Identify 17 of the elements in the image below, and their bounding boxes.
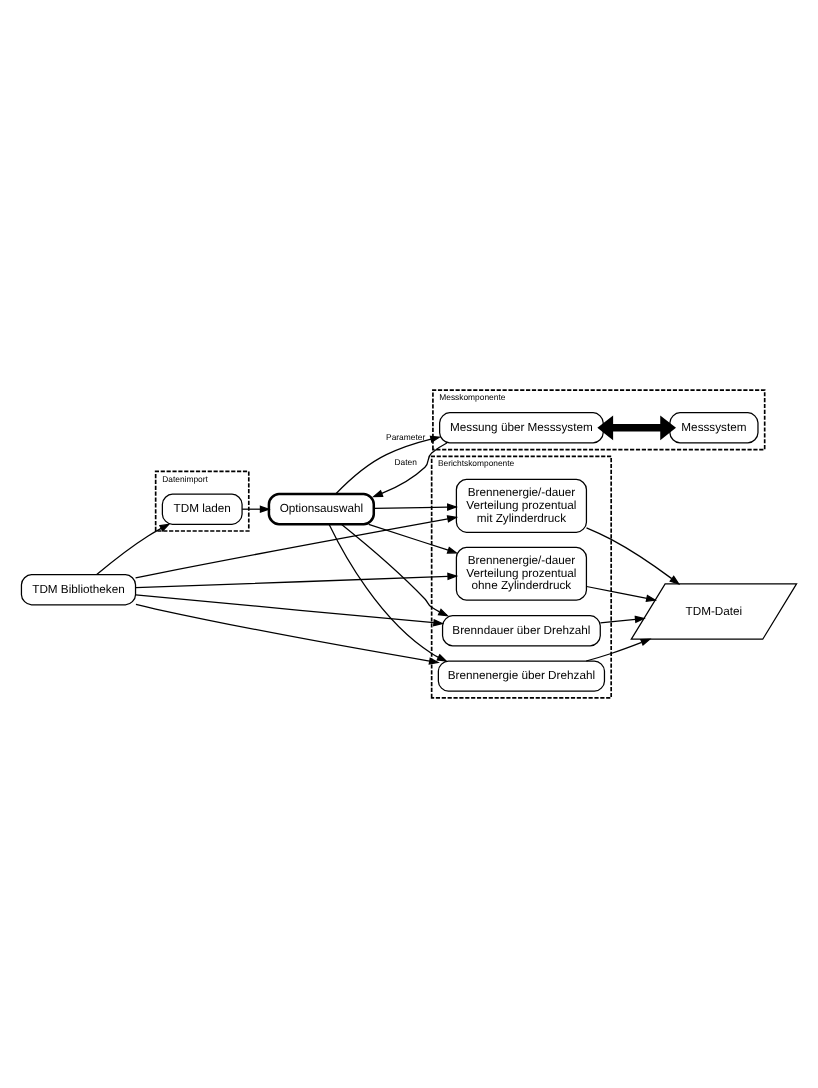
arrow <box>373 503 458 511</box>
arrow <box>135 594 445 627</box>
arrow <box>585 585 657 603</box>
arrow <box>585 527 681 585</box>
arrow <box>135 572 459 589</box>
arrow <box>368 523 459 554</box>
arrow <box>599 615 646 624</box>
arrow <box>372 442 448 498</box>
arrow <box>335 435 442 495</box>
arrow <box>96 523 171 576</box>
arrow <box>135 603 440 665</box>
arrow <box>597 415 676 441</box>
arrow <box>328 523 448 662</box>
arrow <box>241 505 271 513</box>
arrow <box>585 638 652 662</box>
arrow <box>341 523 450 617</box>
arrow <box>134 515 459 579</box>
